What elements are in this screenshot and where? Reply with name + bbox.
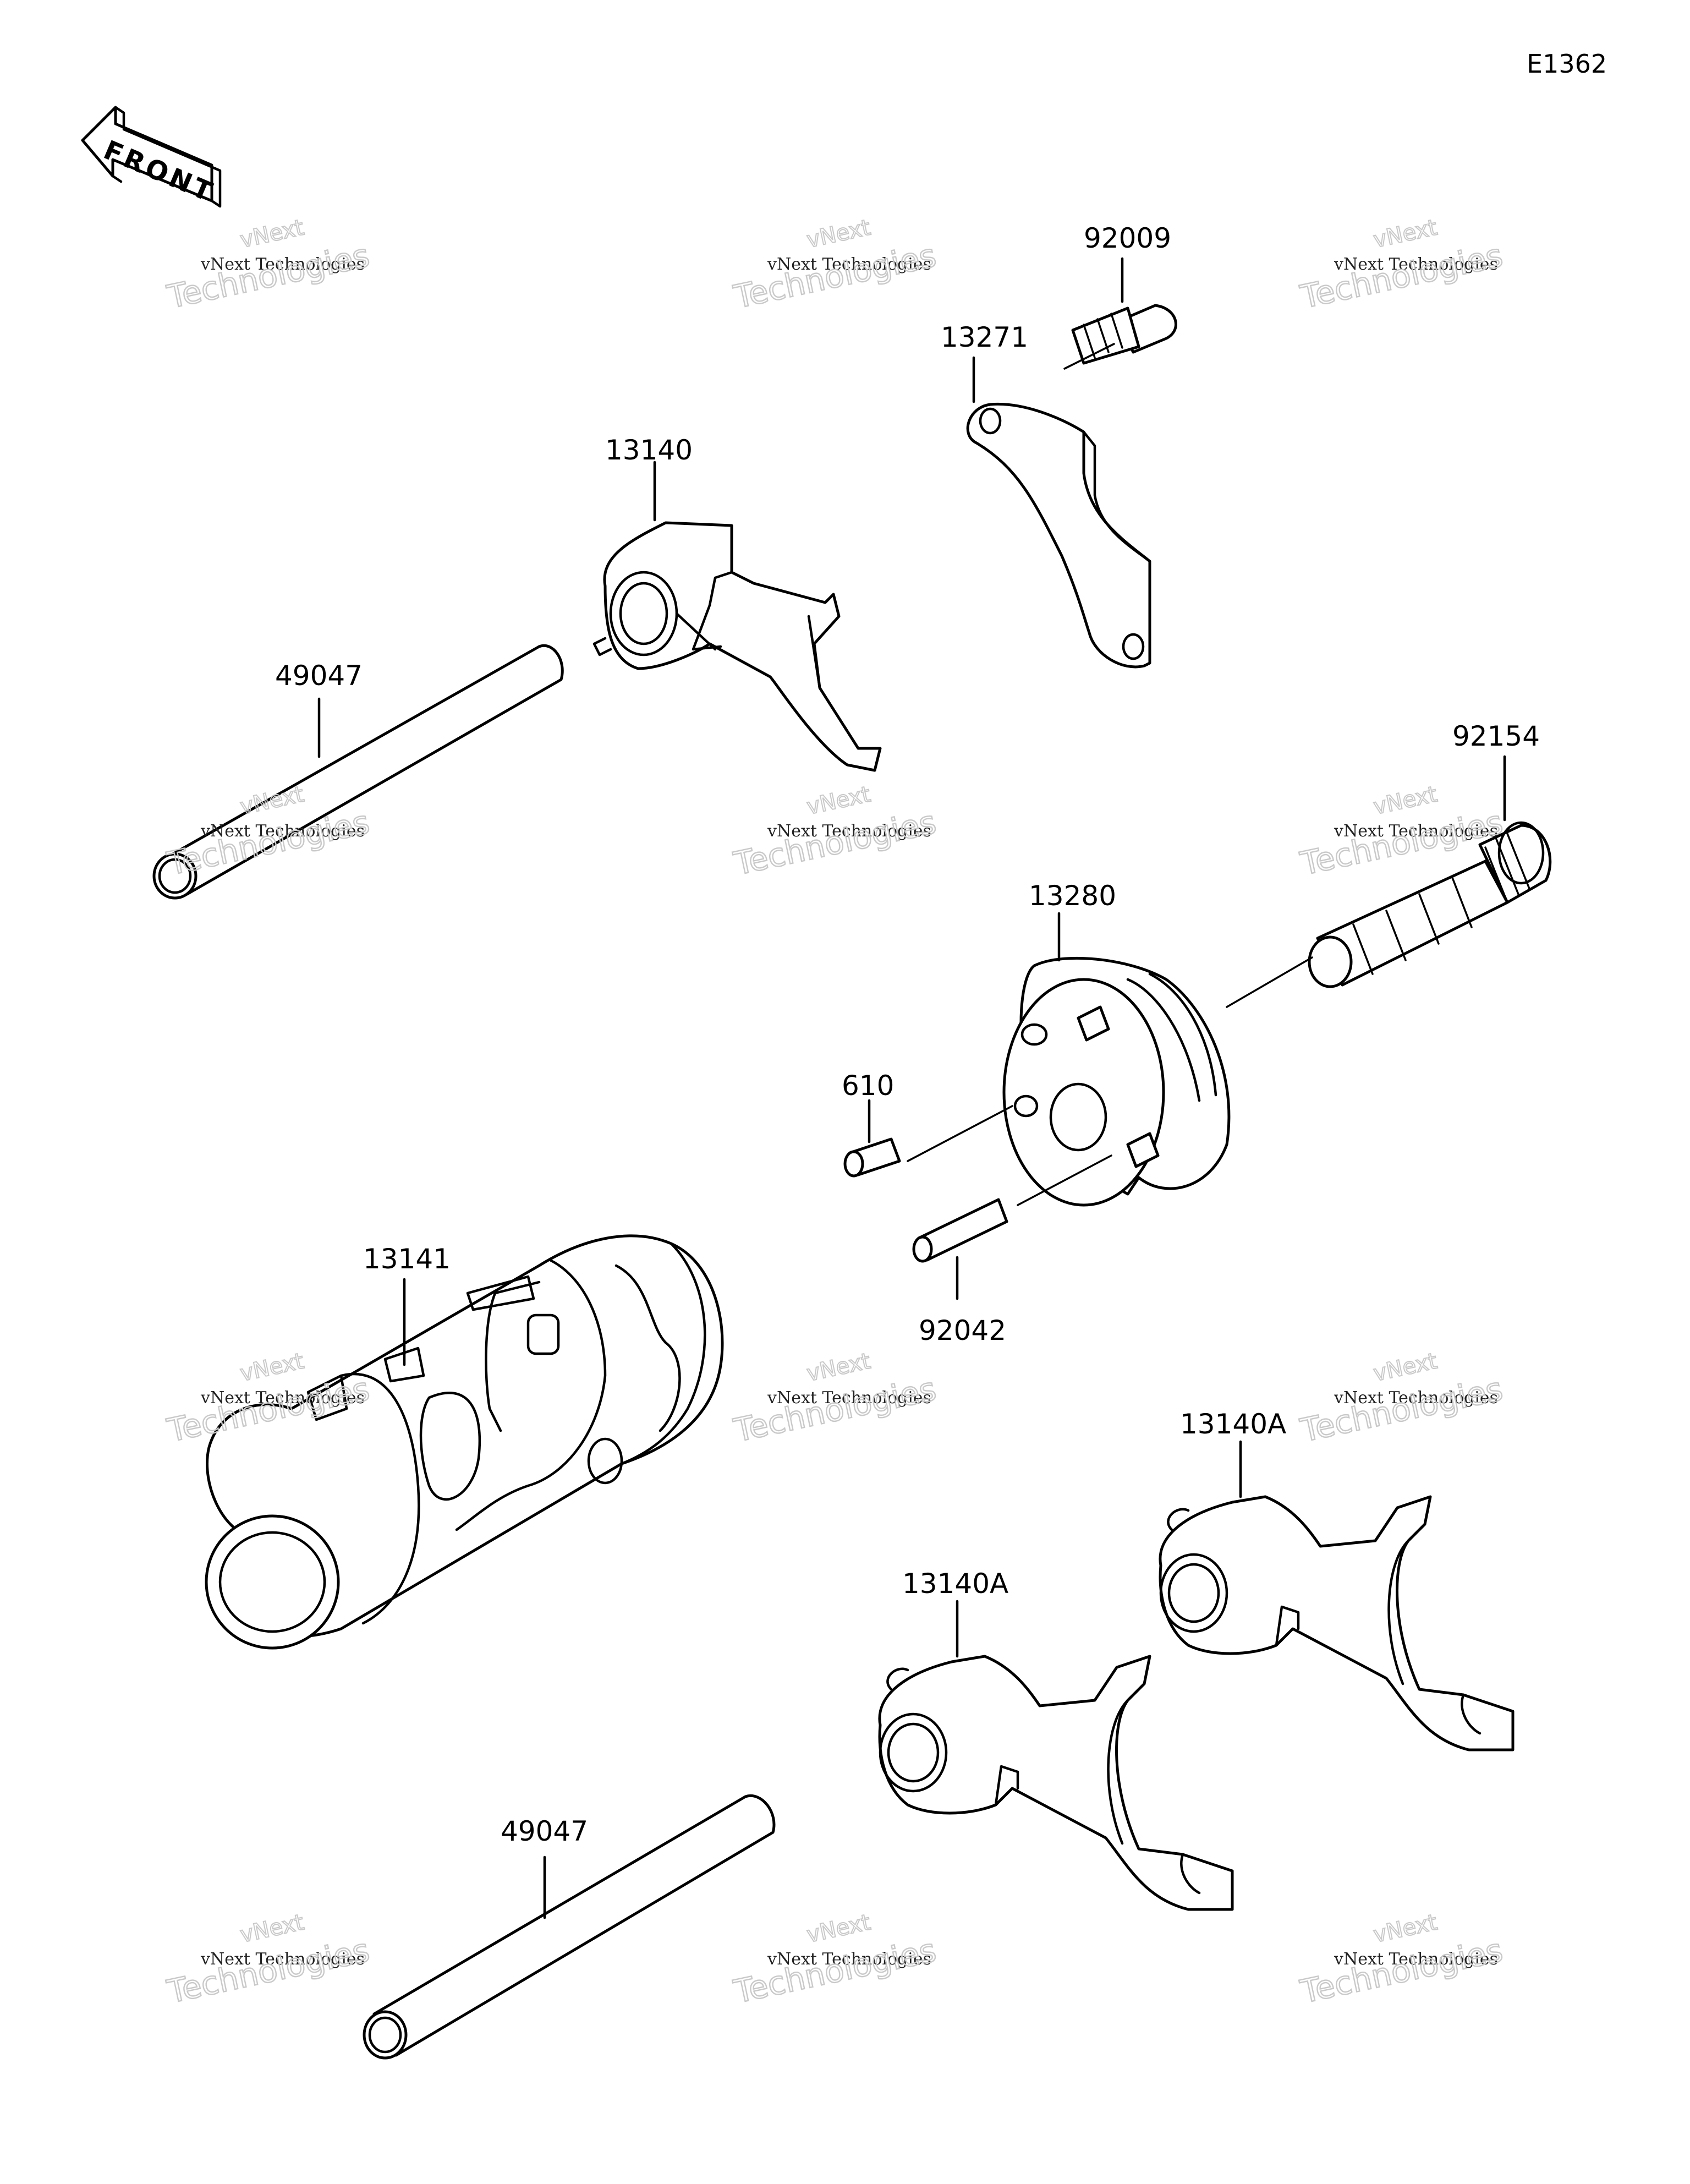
watermark-2: vNext vNext Technologies Technologies	[730, 214, 940, 316]
watermark-3: vNext vNext Technologies Technologies	[1297, 214, 1507, 316]
svg-text:vNext: vNext	[238, 215, 306, 253]
part-92154-bolt	[1226, 755, 1552, 1008]
part-610-pin	[843, 1099, 1013, 1178]
svg-text:Technologies: Technologies	[164, 1931, 373, 2011]
part-13140A-fork-left	[878, 1600, 1234, 1911]
svg-text:vNext Technologies: vNext Technologies	[1334, 1388, 1498, 1408]
svg-text:vNext Technologies: vNext Technologies	[767, 255, 931, 274]
svg-text:vNext: vNext	[805, 1909, 873, 1947]
svg-text:vNext: vNext	[1371, 781, 1440, 819]
part-13280-cam	[1002, 912, 1231, 1207]
watermark-12: vNext vNext Technologies Technologies	[1297, 1909, 1507, 2011]
part-49047-shaft-bottom	[363, 1794, 776, 2060]
callout-92009: 92009	[1084, 222, 1171, 254]
callout-49047-top: 49047	[275, 660, 363, 692]
watermark-1: vNext vNext Technologies Technologies	[163, 214, 374, 316]
callout-13271: 13271	[941, 321, 1028, 353]
svg-text:vNext Technologies: vNext Technologies	[200, 1388, 365, 1408]
svg-text:Technologies: Technologies	[164, 237, 373, 316]
part-13271-plate	[966, 343, 1151, 669]
svg-text:Technologies: Technologies	[731, 237, 940, 316]
svg-text:vNext Technologies: vNext Technologies	[767, 1388, 931, 1408]
callout-92154: 92154	[1452, 720, 1540, 752]
part-13140-fork	[592, 461, 882, 772]
svg-text:Technologies: Technologies	[1297, 1931, 1506, 2011]
part-49047-shaft-top	[152, 644, 564, 900]
svg-text:vNext Technologies: vNext Technologies	[200, 1950, 365, 1969]
svg-text:vNext: vNext	[1371, 215, 1440, 253]
diagram-code: E1362	[1527, 49, 1607, 79]
svg-text:Technologies: Technologies	[1297, 1370, 1506, 1449]
watermark-8: vNext vNext Technologies Technologies	[730, 1348, 940, 1450]
part-13140A-fork-right	[1159, 1440, 1515, 1751]
svg-text:vNext Technologies: vNext Technologies	[1334, 1950, 1498, 1969]
svg-text:vNext: vNext	[805, 1348, 873, 1386]
svg-text:vNext Technologies: vNext Technologies	[200, 255, 365, 274]
svg-text:Technologies: Technologies	[731, 1931, 940, 2011]
callout-13140: 13140	[605, 434, 693, 466]
svg-text:vNext: vNext	[1371, 1348, 1440, 1386]
callout-49047-bottom: 49047	[501, 1815, 588, 1847]
callout-13280: 13280	[1029, 880, 1116, 912]
svg-text:vNext: vNext	[805, 781, 873, 819]
callout-13140A-right: 13140A	[1180, 1408, 1286, 1440]
svg-text:vNext: vNext	[1371, 1909, 1440, 1947]
callout-13140A-left: 13140A	[902, 1568, 1008, 1600]
callout-13141: 13141	[363, 1243, 451, 1275]
callout-92042: 92042	[919, 1315, 1006, 1346]
callout-610: 610	[842, 1070, 894, 1102]
svg-text:vNext Technologies: vNext Technologies	[1334, 822, 1498, 841]
svg-text:Technologies: Technologies	[731, 803, 940, 883]
watermark-11: vNext vNext Technologies Technologies	[730, 1909, 940, 2011]
watermark-10: vNext vNext Technologies Technologies	[163, 1909, 374, 2011]
watermark-5: vNext vNext Technologies Technologies	[730, 781, 940, 883]
svg-text:vNext: vNext	[805, 215, 873, 253]
part-92009-screw	[1071, 257, 1177, 365]
svg-text:Technologies: Technologies	[731, 1370, 940, 1449]
part-13141-drum	[205, 1234, 724, 1650]
svg-text:vNext: vNext	[238, 1909, 306, 1947]
svg-text:vNext Technologies: vNext Technologies	[767, 1950, 931, 1969]
front-arrow-icon: FRONT	[81, 106, 222, 209]
svg-text:vNext: vNext	[238, 1348, 306, 1386]
svg-text:vNext Technologies: vNext Technologies	[767, 822, 931, 841]
svg-text:vNext Technologies: vNext Technologies	[200, 822, 365, 841]
part-92042-pin	[912, 1154, 1112, 1300]
svg-text:vNext Technologies: vNext Technologies	[1334, 255, 1498, 274]
watermark-9: vNext vNext Technologies Technologies	[1297, 1348, 1507, 1450]
svg-text:Technologies: Technologies	[1297, 237, 1506, 316]
